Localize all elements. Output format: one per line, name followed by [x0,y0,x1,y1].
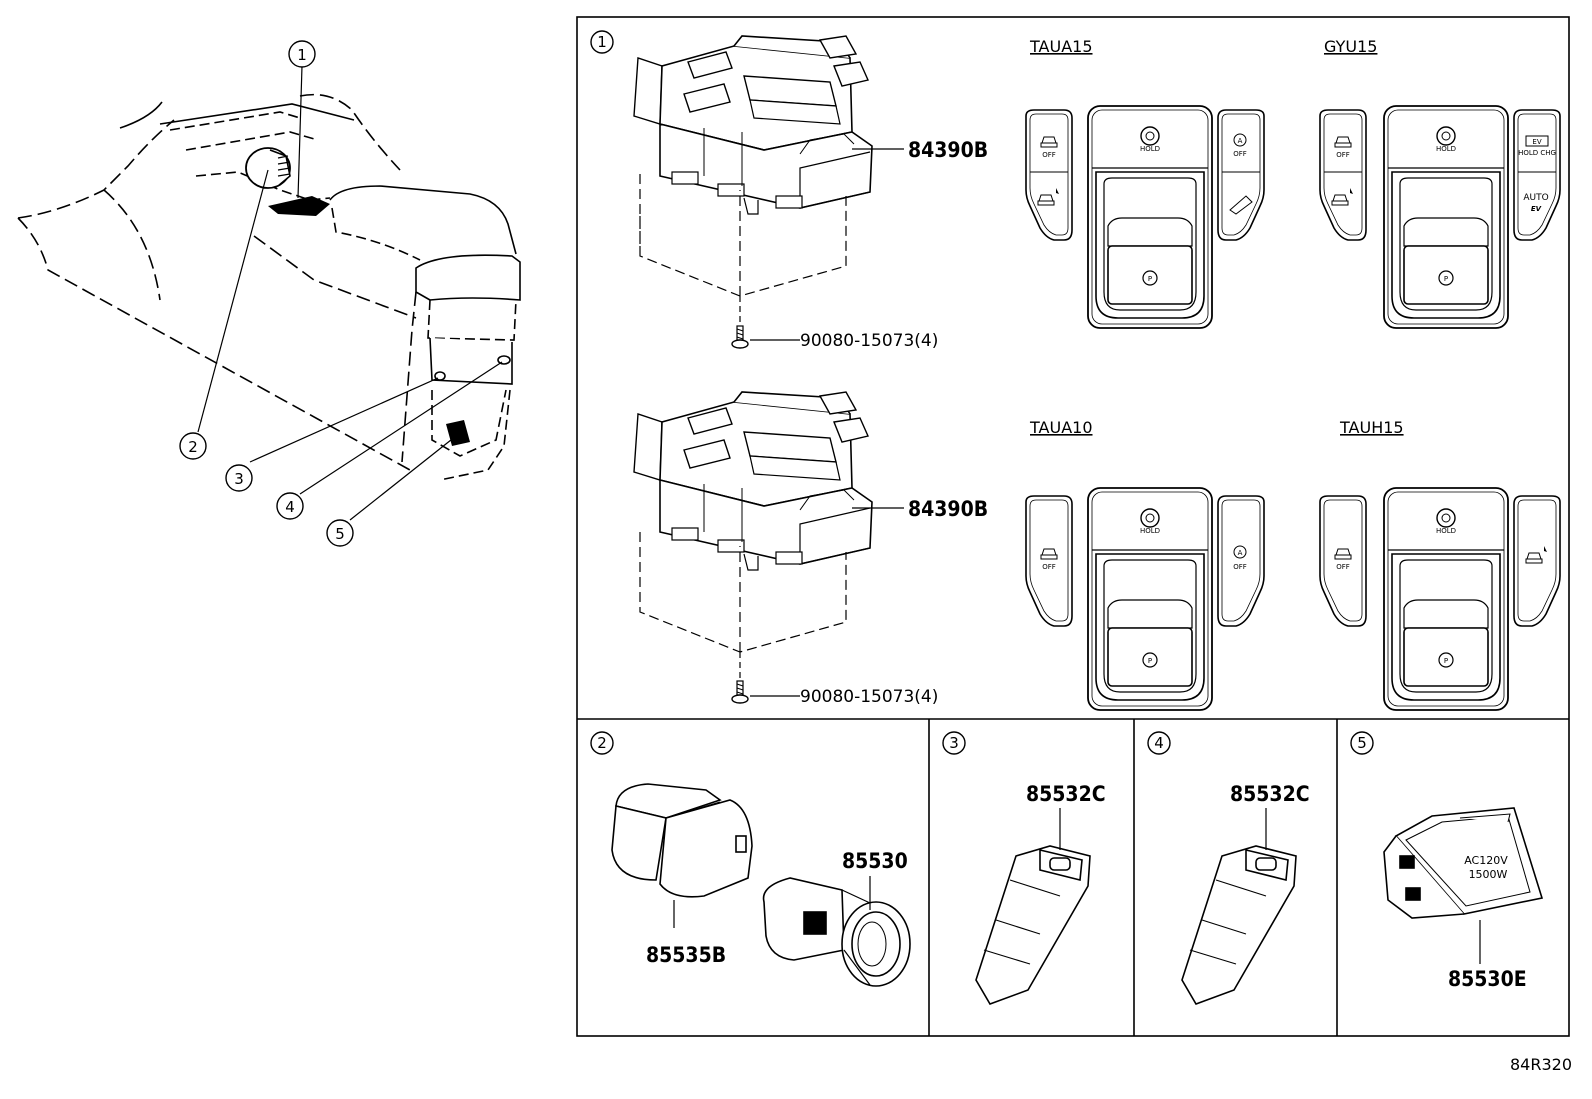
variant-gyu15: GYU15 [1324,37,1377,56]
svg-text:A: A [1238,137,1243,145]
svg-text:3: 3 [949,734,959,752]
part-85530: 85530 [842,849,908,873]
svg-text:4: 4 [1154,734,1164,752]
usb-port-85532c-b [1181,808,1297,1005]
part-screw-bottom: 90080-15073(4) [800,687,938,707]
svg-text:5: 5 [1357,734,1367,752]
svg-text:5: 5 [335,525,345,543]
part-85532c-a: 85532C [1026,782,1106,806]
overview-callout-5: 5 [326,519,354,547]
svg-text:OFF: OFF [1336,151,1350,159]
svg-text:OFF: OFF [1042,563,1056,571]
variant-tauh15: TAUH15 [1339,418,1404,437]
panel-label-5: 5 [1350,731,1374,755]
switch-panel-tauh15: OFF HOLD P [1319,487,1561,711]
variant-taua10: TAUA10 [1029,418,1093,437]
callout-leaders [197,65,503,521]
svg-text:OFF: OFF [1233,563,1247,571]
overview-callout-3: 3 [225,464,253,492]
ac-outlet-85530e [1383,807,1544,964]
svg-text:P: P [1148,275,1152,283]
usb-port-85532c-a [975,808,1091,1005]
panel-label-2: 2 [590,731,614,755]
panel-label-4: 4 [1147,731,1171,755]
overview-callout-4: 4 [276,492,304,520]
svg-text:OFF: OFF [1042,151,1056,159]
svg-text:HOLD: HOLD [1140,527,1160,535]
svg-text:P: P [1444,657,1448,665]
svg-text:OFF: OFF [1233,150,1247,158]
svg-text:4: 4 [285,498,295,516]
outlet-wattage: 1500W [1469,868,1508,881]
svg-text:EV: EV [1532,138,1541,146]
switch-panel-taua15: OFF HOLD P A OFF [1025,105,1265,329]
svg-text:HOLD: HOLD [1436,145,1456,153]
svg-text:1: 1 [597,33,607,51]
svg-text:HOLD: HOLD [1436,527,1456,535]
part-screw-top: 90080-15073(4) [800,331,938,351]
svg-text:EV: EV [1531,205,1542,213]
panel-label-3: 3 [942,731,966,755]
svg-text:P: P [1444,275,1448,283]
overview-callout-2: 2 [179,432,207,460]
svg-text:HOLD CHG: HOLD CHG [1518,149,1556,157]
variant-taua15: TAUA15 [1029,37,1093,56]
svg-text:2: 2 [597,734,607,752]
part-85535b: 85535B [646,943,726,967]
part-85530e: 85530E [1448,967,1527,991]
part-85532c-b: 85532C [1230,782,1310,806]
switch-module-top [633,35,904,349]
svg-text:P: P [1148,657,1152,665]
switch-panel-taua10: OFF HOLD P A OFF [1025,487,1265,711]
part-84390b-top: 84390B [908,138,988,162]
svg-text:HOLD: HOLD [1140,145,1160,153]
svg-text:AUTO: AUTO [1523,193,1548,203]
outlet-voltage: AC120V [1464,854,1508,867]
svg-text:A: A [1238,549,1243,557]
svg-text:2: 2 [188,438,198,456]
socket-85530 [762,876,911,987]
diagram-code: 84R320 [1510,1055,1572,1074]
detail-frame [576,16,1570,1037]
socket-cap-85535b [611,783,753,928]
svg-text:3: 3 [234,470,244,488]
panel-label-1: 1 [590,30,614,54]
console-overview [17,93,521,481]
svg-text:OFF: OFF [1336,563,1350,571]
overview-callout-1: 1 [288,40,316,68]
switch-module-bottom [633,391,904,704]
part-84390b-bottom: 84390B [908,497,988,521]
switch-panel-gyu15: OFF HOLD P EV HOLD CHG AUTO EV [1319,105,1561,329]
svg-text:1: 1 [297,46,307,64]
